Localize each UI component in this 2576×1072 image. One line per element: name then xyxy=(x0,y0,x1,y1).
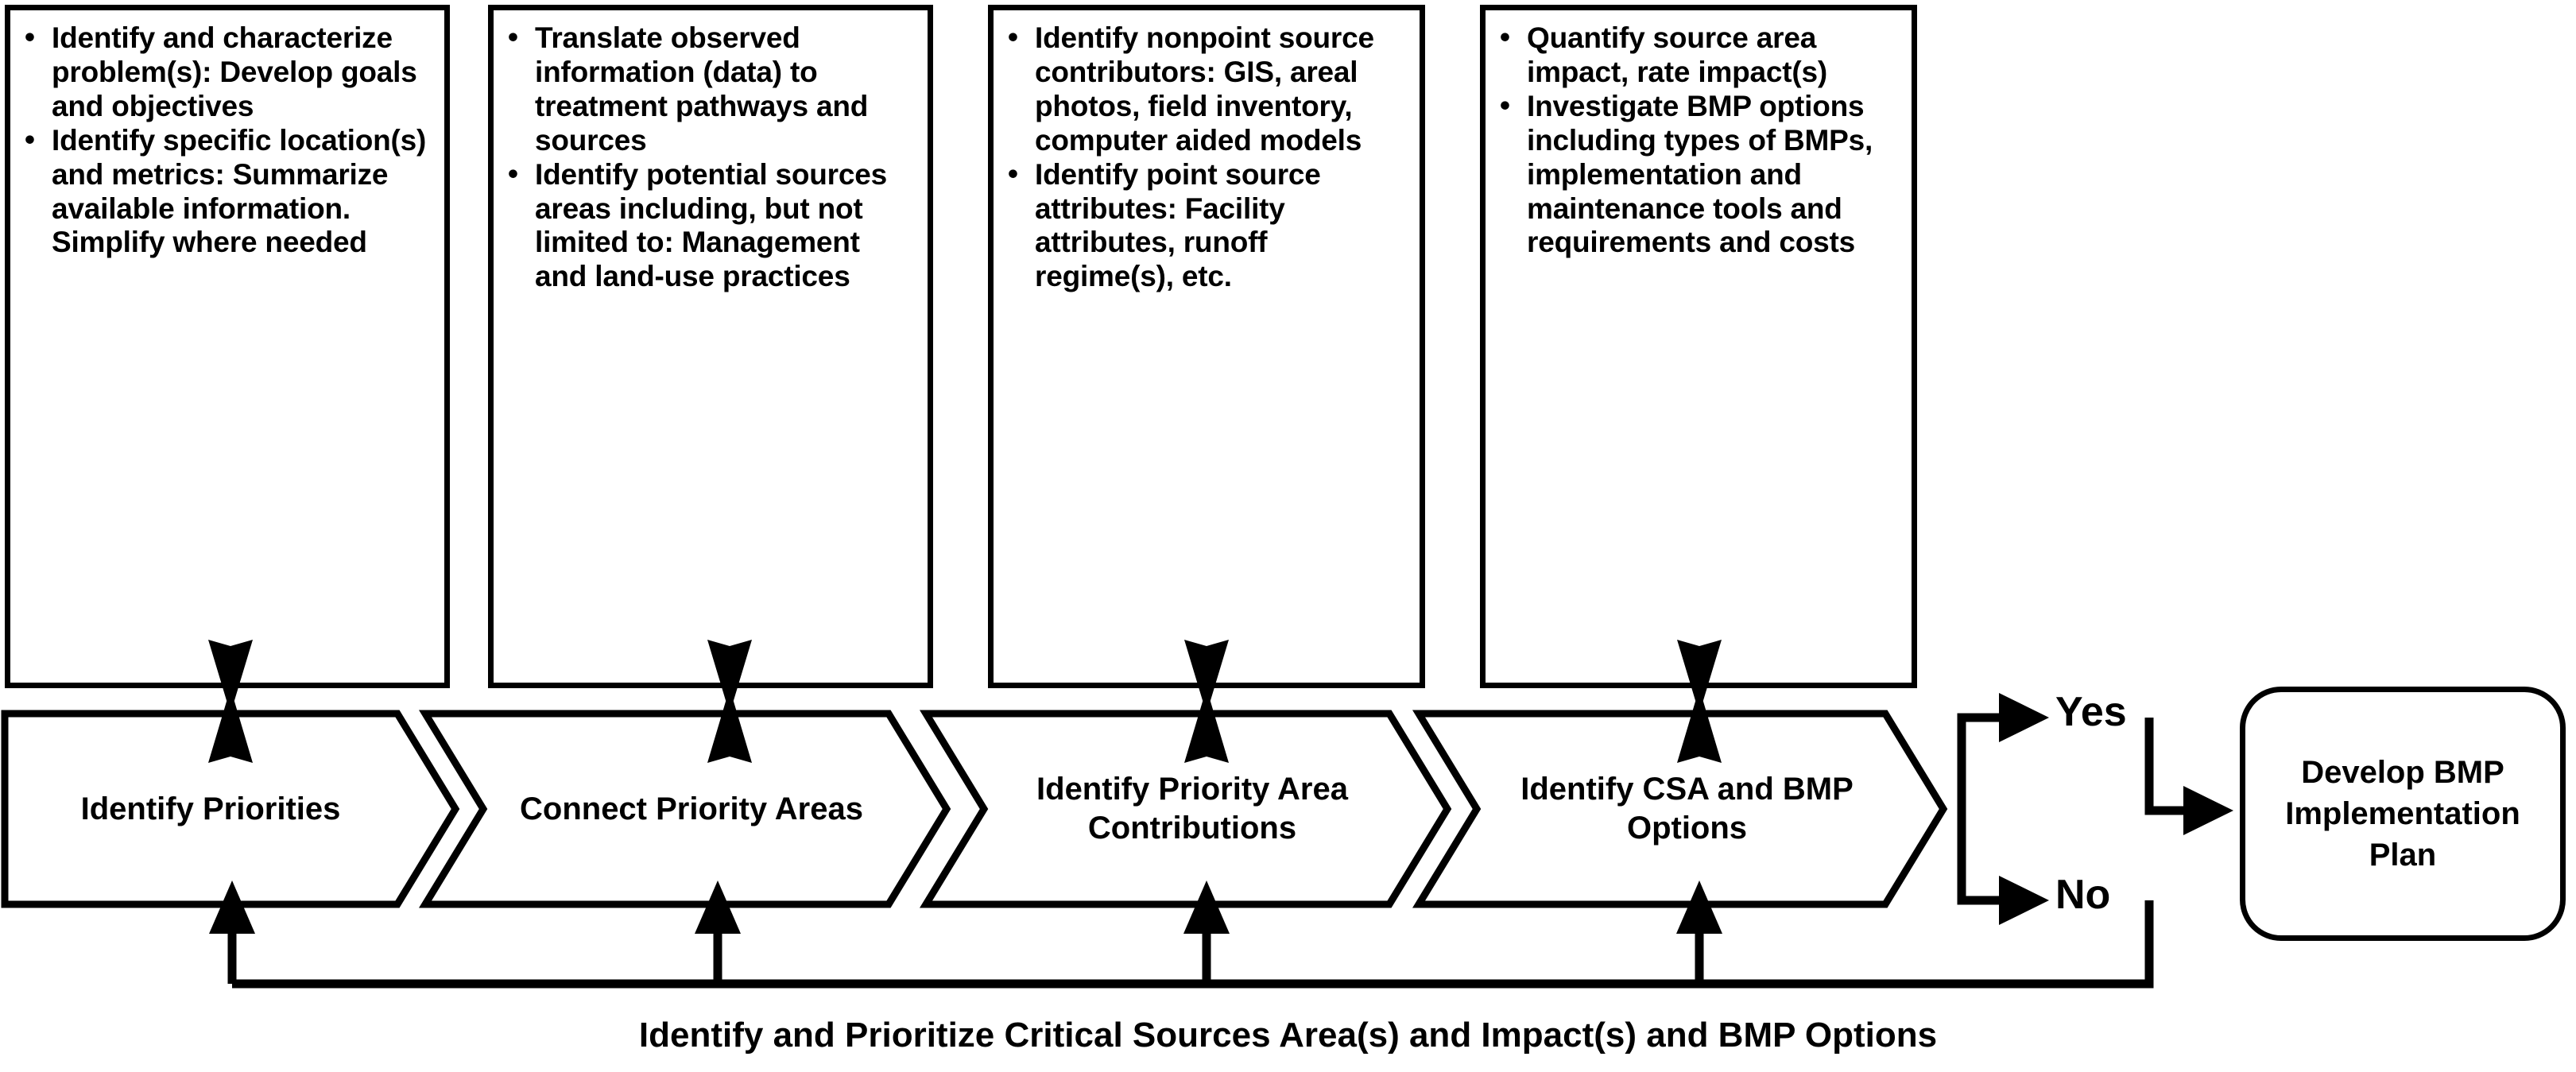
yes-to-terminal-arrow xyxy=(2144,718,2233,835)
feedback-loop xyxy=(209,880,2154,989)
detail-bullet: Identify potential sources areas includi… xyxy=(508,157,920,295)
detail-box-1: Identify and characterize problem(s): De… xyxy=(5,5,450,688)
process-step-2-label: Connect Priority Areas xyxy=(520,791,863,826)
process-step-4[interactable] xyxy=(1412,710,1948,908)
process-step-3[interactable] xyxy=(919,710,1452,908)
branch-no-arrow xyxy=(1957,809,2049,925)
detail-bullet: Identify specific location(s) and metric… xyxy=(25,123,436,261)
detail-bullet: Identify and characterize problem(s): De… xyxy=(25,21,436,124)
detail-bullet: Identify point source attributes: Facili… xyxy=(1008,157,1412,295)
detail-box-2: Translate observed information (data) to… xyxy=(488,5,933,688)
branch-label-no: No xyxy=(2055,872,2111,918)
detail-box-4: Quantify source area impact, rate impact… xyxy=(1480,5,1917,688)
process-step-3-label: Identify Priority Area Contributions xyxy=(1036,772,1348,846)
branch-yes-arrow xyxy=(1957,693,2049,809)
detail-bullet: Translate observed information (data) to… xyxy=(508,21,920,158)
detail-bullet: Investigate BMP options including types … xyxy=(1500,89,1904,261)
detail-bullet: Quantify source area impact, rate impact… xyxy=(1500,21,1904,90)
terminal-develop-bmp-plan[interactable]: Develop BMP Implementation Plan xyxy=(2240,687,2566,941)
process-step-4-label: Identify CSA and BMP Options xyxy=(1520,772,1854,846)
branch-label-yes: Yes xyxy=(2055,689,2127,735)
diagram-caption: Identify and Prioritize Critical Sources… xyxy=(638,1016,1938,1055)
process-step-1-label: Identify Priorities xyxy=(80,791,341,826)
detail-bullet: Identify nonpoint source contributors: G… xyxy=(1008,21,1412,158)
process-step-2[interactable] xyxy=(418,710,951,908)
process-step-1[interactable] xyxy=(1,710,460,908)
detail-box-3: Identify nonpoint source contributors: G… xyxy=(988,5,1425,688)
